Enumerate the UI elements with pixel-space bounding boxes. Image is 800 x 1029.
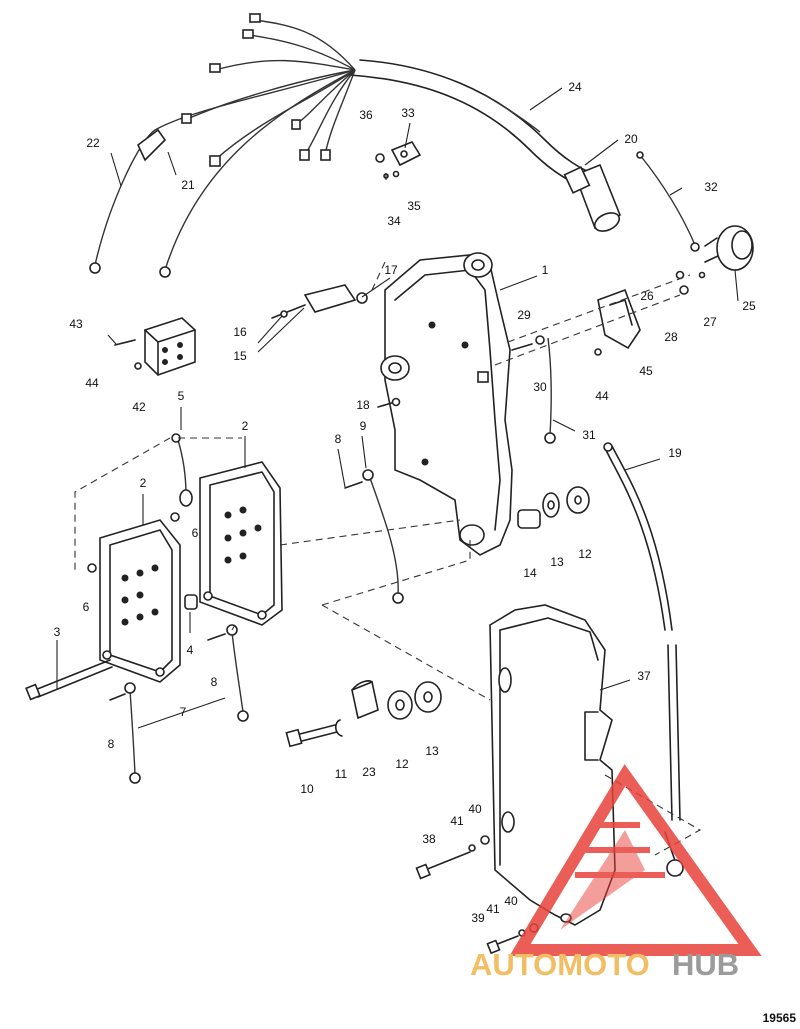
- screw-6-left: [87, 563, 97, 573]
- bushing-washers-right: [517, 486, 590, 529]
- callout-36: 36: [359, 108, 373, 122]
- terminal-block: [114, 317, 196, 376]
- callout-37: 37: [637, 669, 651, 683]
- callout-44: 44: [595, 389, 609, 403]
- dashed-guides: [74, 261, 702, 856]
- callout-10: 10: [300, 782, 314, 796]
- callout-4: 4: [187, 643, 194, 657]
- callout-26: 26: [640, 289, 654, 303]
- screw-6-right: [170, 512, 180, 522]
- callout-30: 30: [533, 380, 547, 394]
- callout-40: 40: [504, 894, 518, 908]
- callout-13: 13: [550, 555, 564, 569]
- callout-40: 40: [468, 802, 482, 816]
- ground-wire-5: [171, 433, 193, 507]
- callout-21: 21: [181, 178, 195, 192]
- lower-fastener-group: [285, 680, 442, 748]
- wiring-harness: [89, 13, 596, 278]
- callout-42: 42: [132, 400, 146, 414]
- callout-20: 20: [624, 132, 638, 146]
- callout-2: 2: [242, 419, 249, 433]
- watermark-text-part2: HUB: [672, 947, 739, 982]
- callout-28: 28: [664, 330, 678, 344]
- figure-number: 19565: [763, 1011, 797, 1025]
- starter-solenoid: [675, 225, 754, 295]
- cable-19: [603, 442, 684, 877]
- callout-3: 3: [54, 625, 61, 639]
- mounting-plate: [380, 252, 513, 556]
- callout-24: 24: [568, 80, 582, 94]
- callout-45: 45: [639, 364, 653, 378]
- callout-11: 11: [335, 767, 348, 781]
- callout-41: 41: [450, 814, 464, 828]
- callout-12: 12: [395, 757, 409, 771]
- cover-screws: [415, 835, 539, 955]
- callout-38: 38: [422, 832, 436, 846]
- switch-box-rear: [199, 461, 283, 626]
- connector-plug: [563, 163, 622, 232]
- callout-8: 8: [211, 675, 218, 689]
- callout-22: 22: [86, 136, 100, 150]
- callout-34: 34: [387, 214, 401, 228]
- cable-clamp: [271, 284, 368, 319]
- callout-15: 15: [233, 349, 247, 363]
- callout-14: 14: [523, 566, 537, 580]
- callout-1: 1: [542, 263, 549, 277]
- callout-19: 19: [668, 446, 682, 460]
- switch-box-front: [99, 519, 181, 683]
- callout-39: 39: [471, 911, 485, 925]
- callout-2: 2: [140, 476, 147, 490]
- watermark-logo: AUTOMOTO HUB: [470, 764, 762, 982]
- callout-44: 44: [85, 376, 99, 390]
- callout-33: 33: [401, 106, 415, 120]
- callout-13: 13: [425, 744, 439, 758]
- callout-12: 12: [578, 547, 592, 561]
- callout-41: 41: [486, 902, 500, 916]
- bracket-45: [597, 288, 641, 350]
- callout-32: 32: [704, 180, 718, 194]
- ground-wire-9: [344, 469, 404, 604]
- wire-24: [484, 94, 541, 133]
- long-screw-3: [25, 659, 113, 701]
- callout-8: 8: [108, 737, 115, 751]
- callout-7: 7: [180, 705, 187, 719]
- callout-35: 35: [407, 199, 421, 213]
- callout-31: 31: [582, 428, 596, 442]
- callout-6: 6: [83, 600, 90, 614]
- spacer-4: [184, 594, 198, 610]
- callout-17: 17: [384, 263, 398, 277]
- callout-8: 8: [335, 432, 342, 446]
- watermark-text-part1: AUTOMOTO: [470, 947, 650, 982]
- callout-25: 25: [742, 299, 756, 313]
- watermark-triangle-icon: [509, 764, 762, 956]
- callout-18: 18: [356, 398, 370, 412]
- leader-lines: [56, 87, 739, 729]
- callout-27: 27: [703, 315, 717, 329]
- callout-16: 16: [233, 325, 247, 339]
- callout-23: 23: [362, 765, 376, 779]
- small-bracket: [375, 141, 422, 179]
- wire-32: [639, 154, 696, 246]
- callout-5: 5: [178, 389, 185, 403]
- callout-6: 6: [192, 526, 199, 540]
- callout-29: 29: [517, 308, 531, 322]
- callout-labels: 1 2 2 3 4 5 6 6 7 8 8 8 9 10 11 12 12 13…: [54, 80, 756, 925]
- wire-31-assembly: [511, 335, 602, 444]
- callout-43: 43: [69, 317, 83, 331]
- callout-9: 9: [360, 419, 367, 433]
- ground-wires-7: [109, 624, 249, 784]
